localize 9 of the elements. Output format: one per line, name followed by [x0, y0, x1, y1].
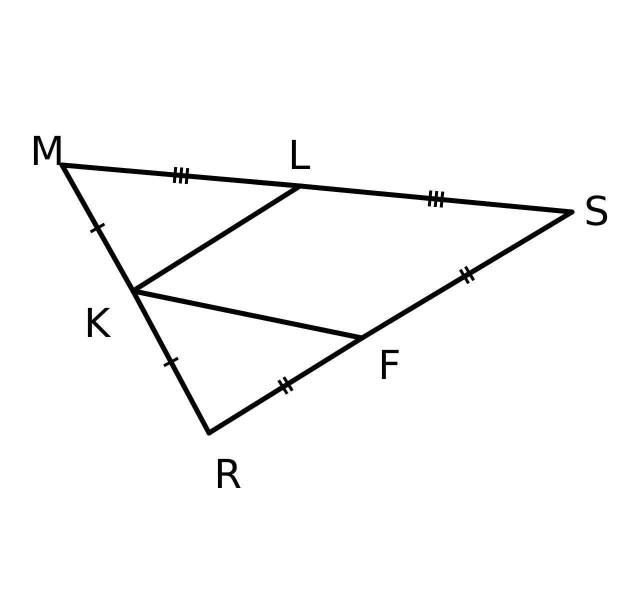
vertex-label: F — [378, 346, 402, 386]
vertex-label: S — [584, 192, 610, 232]
vertex-label: M — [30, 132, 65, 172]
line-segment — [360, 210, 574, 340]
line-segment — [60, 162, 136, 294]
vertex-label: K — [84, 304, 110, 344]
line-segment — [130, 288, 364, 340]
vertex-label: L — [288, 136, 310, 176]
vertex-label: R — [214, 455, 242, 495]
